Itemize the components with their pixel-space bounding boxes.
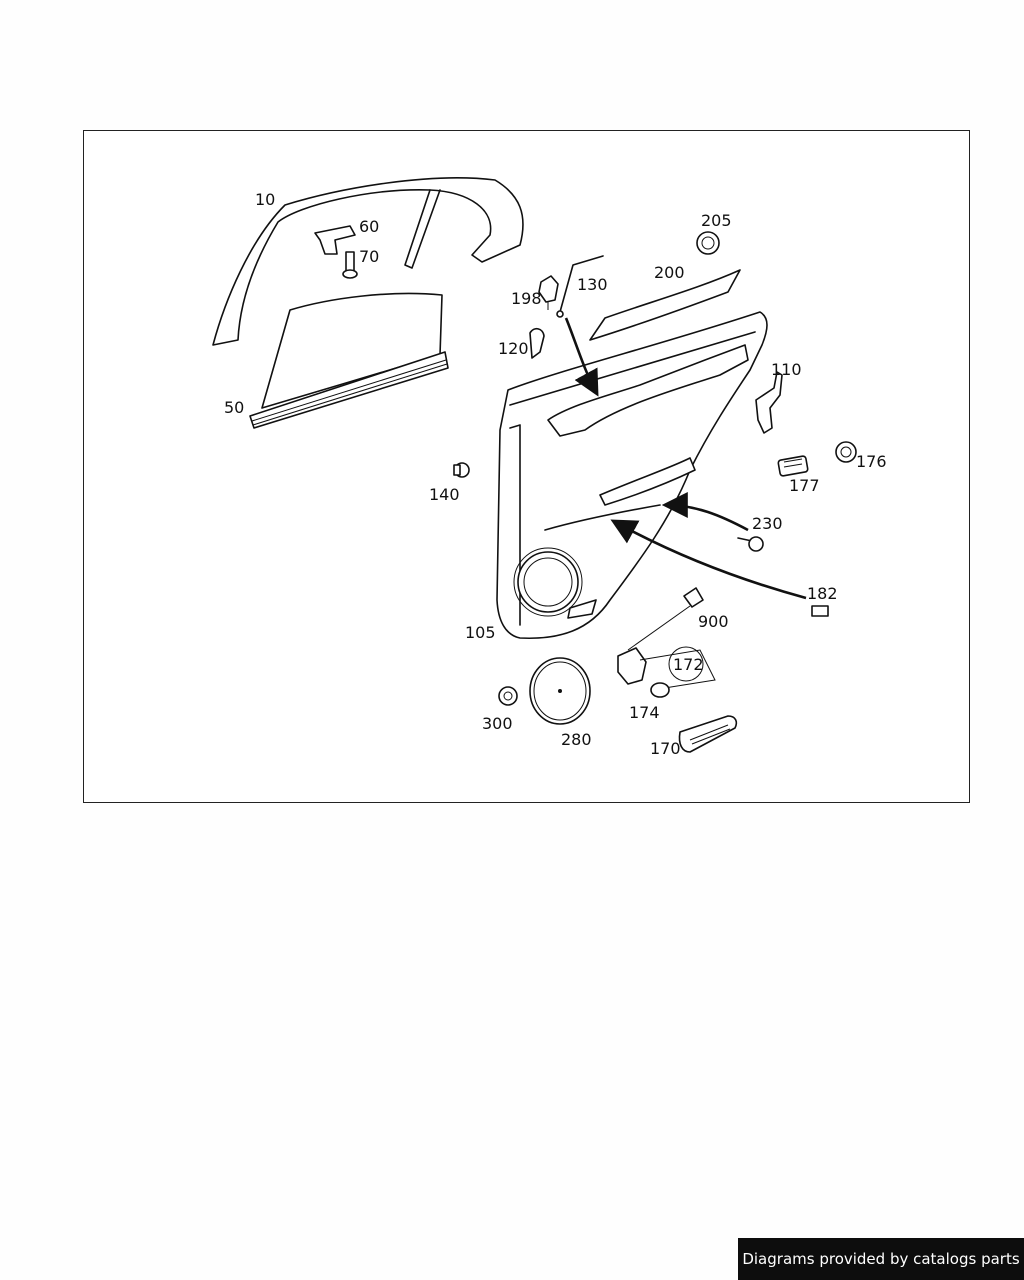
callout-10: 10 — [255, 190, 275, 209]
window-sill-strip-part — [589, 269, 741, 341]
callout-70: 70 — [359, 247, 379, 266]
clip-60-part — [314, 225, 356, 255]
speaker-grille-280-part — [529, 657, 591, 725]
credit-badge: Diagrams provided by catalogs parts — [738, 1238, 1024, 1280]
callout-200: 200 — [654, 263, 685, 282]
callout-172: 172 — [673, 655, 704, 674]
latch-120-part — [529, 327, 545, 359]
callout-130: 130 — [577, 275, 608, 294]
door-trim-panel-part — [496, 311, 768, 640]
clip-198-part — [538, 275, 559, 310]
callout-170: 170 — [650, 739, 681, 758]
screw-70-part — [342, 251, 358, 279]
callout-174: 174 — [629, 703, 660, 722]
callout-230: 230 — [752, 514, 783, 533]
callout-105: 105 — [465, 623, 496, 642]
lock-rod-130-part — [556, 255, 604, 318]
module-900-part — [627, 587, 704, 651]
callout-900: 900 — [698, 612, 729, 631]
callout-50: 50 — [224, 398, 244, 417]
callout-205: 205 — [701, 211, 732, 230]
callout-60: 60 — [359, 217, 379, 236]
sunblind-roller-part — [249, 292, 449, 429]
callout-120: 120 — [498, 339, 529, 358]
lamp-socket-172-part — [617, 646, 716, 691]
bracket-110-part — [755, 371, 783, 434]
callout-300: 300 — [482, 714, 513, 733]
window-frame-trim-part — [212, 177, 524, 346]
grommet-205-part — [696, 231, 720, 255]
bulb-174-part — [650, 682, 670, 698]
switch-177-part — [777, 455, 809, 477]
callout-198: 198 — [511, 289, 542, 308]
lamp-170-part — [678, 715, 738, 753]
callout-176: 176 — [856, 452, 887, 471]
clip-140-part — [453, 462, 470, 478]
nut-300-part — [498, 686, 518, 706]
callout-110: 110 — [771, 360, 802, 379]
callout-280: 280 — [561, 730, 592, 749]
screw-230-part — [737, 536, 764, 552]
callout-182: 182 — [807, 584, 838, 603]
leader-lines — [564, 317, 807, 600]
clip-182-part — [811, 605, 829, 617]
grommet-176-part — [835, 441, 857, 463]
callout-177: 177 — [789, 476, 820, 495]
callout-140: 140 — [429, 485, 460, 504]
